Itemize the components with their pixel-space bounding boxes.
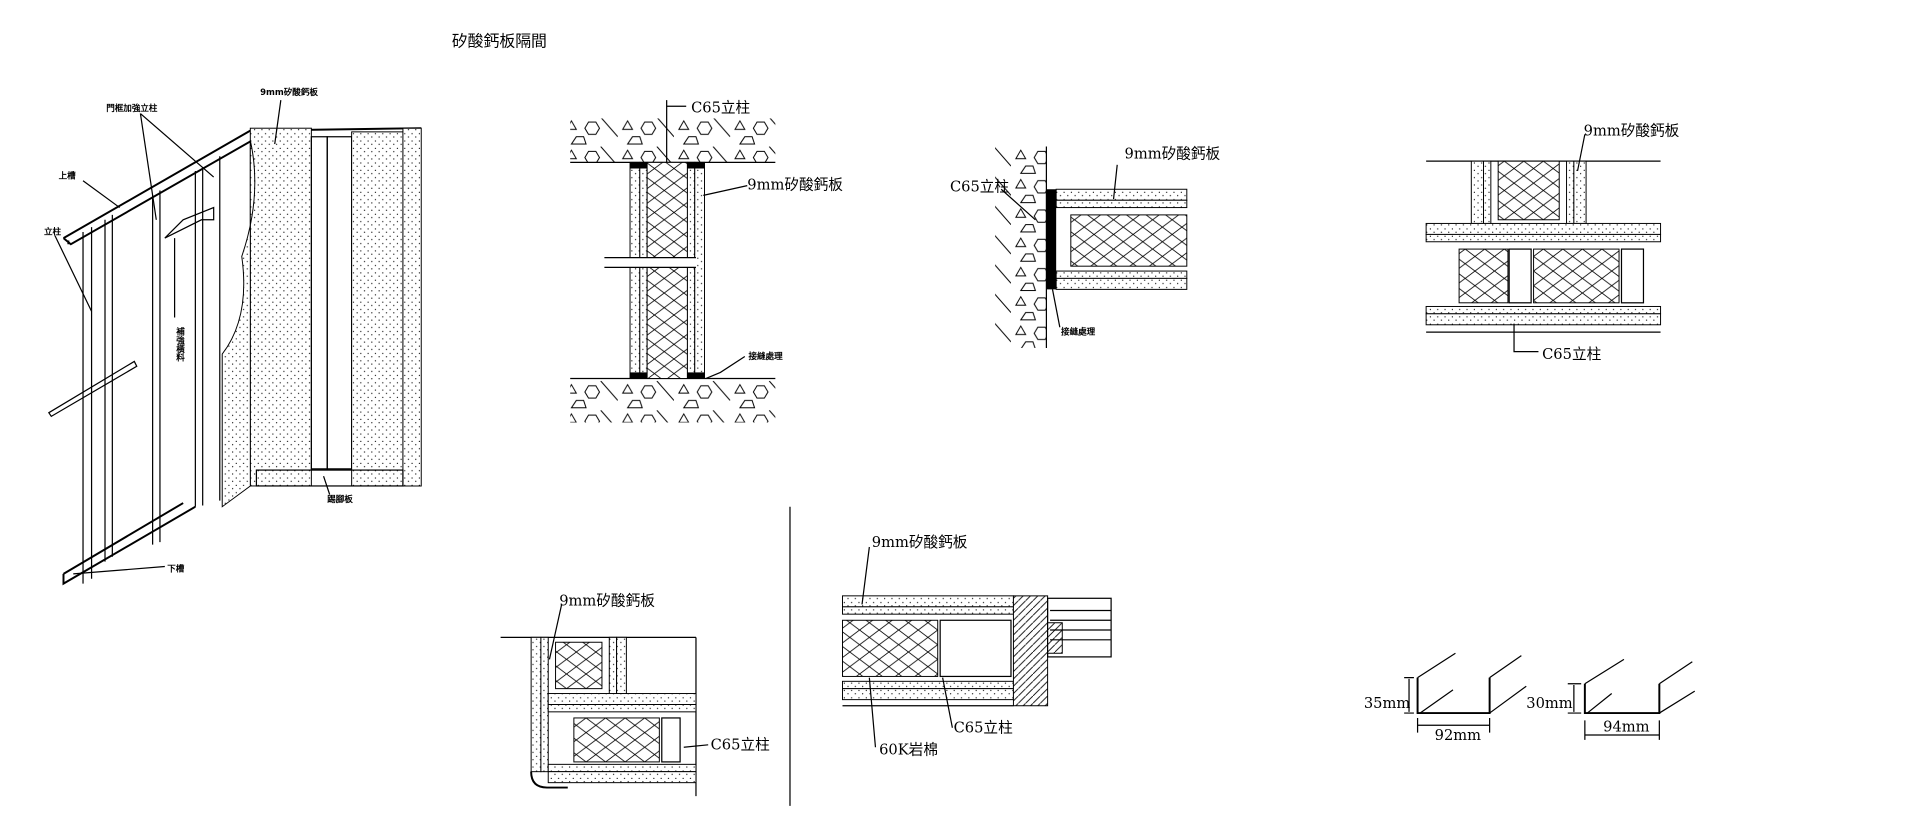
steel-profiles-detail: 35mm 92mm 30mm 94mm (1364, 652, 1696, 744)
label-c65-stud: C65立柱 (711, 737, 770, 754)
section-wall-end-detail: 9mm矽酸鈣板 C65立柱 接縫處理 (950, 145, 1221, 348)
drawing-title: 矽酸鈣板隔間 (452, 31, 547, 50)
label-track-height: 30mm (1526, 695, 1573, 712)
isometric-partition-view: 9mm矽酸鈣板 門框加強立柱 上槽 立柱 補強橫料 踢腳板 下槽 (44, 86, 422, 586)
label-board: 9mm矽酸鈣板 (747, 175, 843, 193)
label-c65-stud: C65立柱 (950, 179, 1009, 196)
section-door-jamb-detail: 9mm矽酸鈣板 C65立柱 60K岩棉 (842, 533, 1112, 759)
label-board: 9mm矽酸鈣板 (1125, 145, 1221, 163)
label-board: 9mm矽酸鈣板 (559, 592, 655, 610)
label-board: 9mm矽酸鈣板 (1584, 122, 1680, 140)
label-stud: 立柱 (44, 225, 62, 237)
label-bottom-track: 下槽 (167, 562, 185, 574)
label-door-stud: 門框加強立柱 (106, 102, 158, 114)
label-stud-width: 92mm (1435, 727, 1482, 744)
label-joint: 接縫處理 (1061, 326, 1096, 338)
label-joint: 接縫處理 (748, 350, 783, 362)
section-tee-junction-detail: 9mm矽酸鈣板 C65立柱 (1425, 122, 1680, 363)
label-c65-stud: C65立柱 (954, 720, 1013, 737)
label-noggin: 補強橫料 (174, 326, 185, 363)
label-rock-wool: 60K岩棉 (879, 742, 938, 759)
label-c65-stud: C65立柱 (691, 99, 750, 116)
section-corner-detail: 9mm矽酸鈣板 C65立柱 (500, 592, 770, 797)
section-wall-detail: C65立柱 9mm矽酸鈣板 接縫處理 (570, 99, 843, 423)
label-board: 9mm矽酸鈣板 (260, 86, 318, 98)
label-c65-stud: C65立柱 (1542, 346, 1601, 363)
label-top-track: 上槽 (59, 169, 77, 181)
label-skirting: 踢腳板 (327, 493, 353, 505)
label-stud-height: 35mm (1364, 695, 1411, 712)
label-board: 9mm矽酸鈣板 (872, 533, 968, 551)
label-track-width: 94mm (1603, 718, 1650, 735)
